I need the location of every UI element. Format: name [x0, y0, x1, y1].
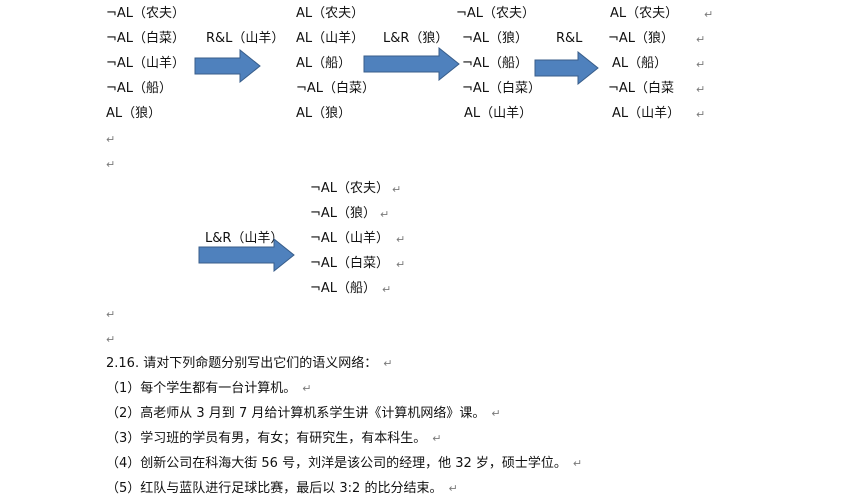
paragraph-mark: ↵	[704, 8, 714, 21]
state-line: ¬AL（白菜	[608, 81, 675, 96]
state-line: ¬AL（白菜）	[296, 81, 376, 96]
operation-label: L&R（狼）	[383, 31, 449, 46]
state-line: AL（农夫）	[610, 6, 679, 21]
paragraph-mark: ↵	[106, 133, 116, 146]
paragraph-mark: ↵	[696, 58, 706, 71]
paragraph-mark: ↵	[106, 333, 116, 346]
problem-title: 2.16. 请对下列命题分别写出它们的语义网络：↵	[106, 356, 393, 371]
state-line: AL（山羊）	[464, 106, 533, 121]
state-line: AL（山羊）	[612, 106, 681, 121]
paragraph-mark: ↵	[696, 108, 706, 121]
state-line: ¬AL（农夫）	[310, 181, 390, 196]
state-line: ¬AL（白菜）	[310, 256, 390, 271]
paragraph-mark: ↵	[696, 33, 706, 46]
paragraph-mark: ↵	[396, 258, 406, 271]
state-line: ¬AL（山羊）	[310, 231, 390, 246]
state-line: ¬AL（船）	[310, 281, 377, 296]
state-line: ¬AL（白菜）	[106, 31, 186, 46]
state-line: AL（山羊）	[296, 31, 365, 46]
paragraph-mark: ↵	[396, 233, 406, 246]
right-arrow-icon	[363, 47, 460, 81]
state-line: ¬AL（狼）	[310, 206, 377, 221]
state-line: ¬AL（船）	[106, 81, 173, 96]
paragraph-mark: ↵	[106, 158, 116, 171]
paragraph-mark: ↵	[392, 183, 402, 196]
paragraph-mark: ↵	[106, 308, 116, 321]
problem-item: （1）每个学生都有一台计算机。↵	[106, 381, 312, 396]
state-line: AL（船）	[296, 56, 352, 71]
right-arrow-icon	[198, 238, 295, 272]
state-line: ¬AL（狼）	[608, 31, 675, 46]
operation-label: R&L（山羊）	[206, 31, 285, 46]
paragraph-mark: ↵	[696, 83, 706, 96]
state-line: ¬AL（白菜）	[462, 81, 542, 96]
state-line: AL（农夫）	[296, 6, 365, 21]
operation-label: L&R（山羊）	[205, 231, 284, 246]
problem-item: （4）创新公司在科海大街 56 号，刘洋是该公司的经理，他 32 岁，硕士学位。…	[106, 456, 583, 471]
state-line: AL（狼）	[106, 106, 162, 121]
state-line: AL（船）	[612, 56, 668, 71]
paragraph-mark: ↵	[380, 208, 390, 221]
state-line: ¬AL（狼）	[462, 31, 529, 46]
right-arrow-icon	[534, 51, 599, 85]
state-line: ¬AL（农夫）	[106, 6, 186, 21]
state-line: ¬AL（山羊）	[106, 56, 186, 71]
state-line: ¬AL（农夫）	[456, 6, 536, 21]
problem-item: （5）红队与蓝队进行足球比赛，最后以 3:2 的比分结束。↵	[106, 481, 458, 496]
right-arrow-icon	[194, 49, 261, 83]
state-line: AL（狼）	[296, 106, 352, 121]
operation-label: R&L	[556, 31, 583, 46]
problem-item: （2）高老师从 3 月到 7 月给计算机系学生讲《计算机网络》课。↵	[106, 406, 501, 421]
state-line: ¬AL（船）	[462, 56, 529, 71]
problem-item: （3）学习班的学员有男，有女；有研究生，有本科生。↵	[106, 431, 442, 446]
paragraph-mark: ↵	[382, 283, 392, 296]
